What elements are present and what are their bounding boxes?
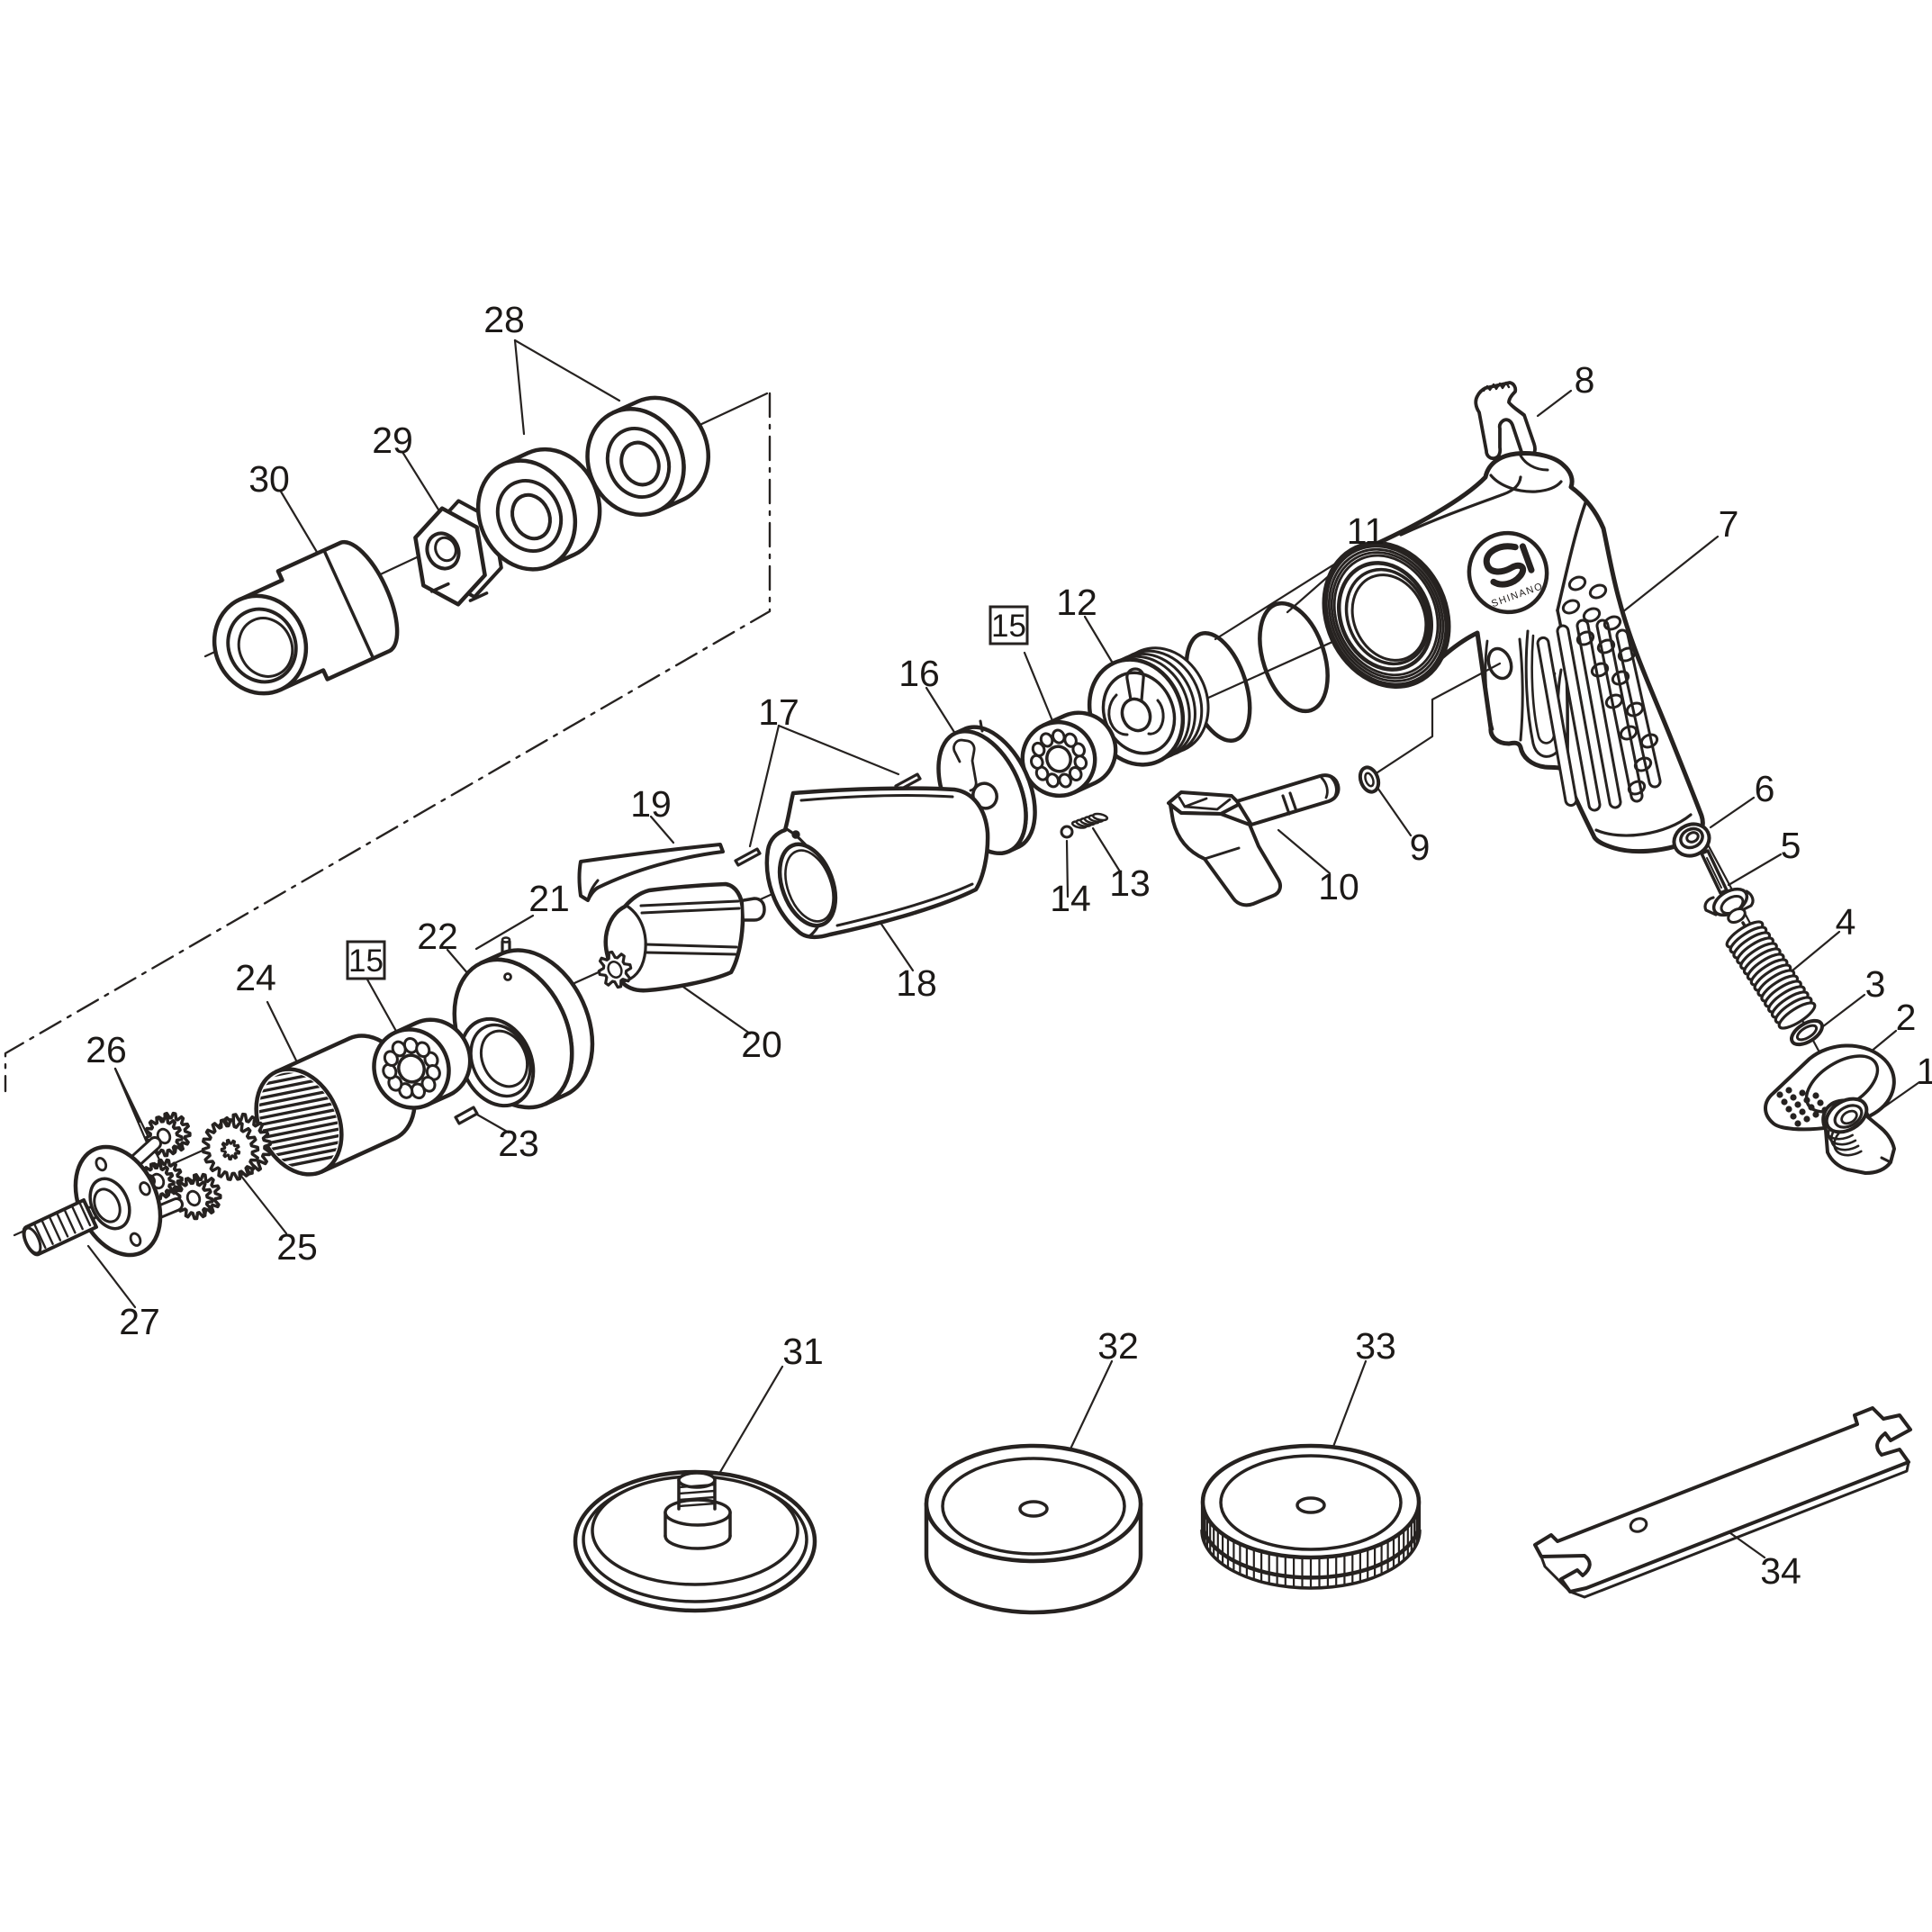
svg-text:9: 9 — [1410, 826, 1431, 868]
svg-text:18: 18 — [896, 962, 937, 1004]
svg-text:14: 14 — [1050, 878, 1091, 919]
svg-text:15: 15 — [348, 943, 384, 979]
svg-text:26: 26 — [86, 1029, 127, 1070]
svg-text:15: 15 — [991, 609, 1026, 644]
svg-text:6: 6 — [1755, 768, 1775, 809]
svg-text:4: 4 — [1836, 901, 1856, 943]
svg-text:5: 5 — [1781, 825, 1801, 866]
svg-text:24: 24 — [235, 957, 276, 998]
svg-text:27: 27 — [119, 1301, 160, 1342]
svg-text:1: 1 — [1917, 1051, 1932, 1092]
svg-text:31: 31 — [782, 1331, 824, 1372]
svg-text:29: 29 — [372, 420, 413, 461]
svg-text:25: 25 — [276, 1226, 318, 1268]
svg-text:13: 13 — [1109, 862, 1151, 904]
svg-text:11: 11 — [1347, 510, 1386, 552]
svg-text:32: 32 — [1097, 1325, 1139, 1367]
svg-text:19: 19 — [630, 783, 672, 825]
svg-text:7: 7 — [1719, 503, 1739, 545]
svg-text:30: 30 — [248, 458, 290, 500]
svg-text:12: 12 — [1056, 582, 1097, 623]
svg-text:23: 23 — [498, 1123, 539, 1164]
svg-text:17: 17 — [758, 691, 799, 733]
svg-text:34: 34 — [1760, 1550, 1801, 1592]
svg-text:8: 8 — [1575, 359, 1595, 401]
svg-text:22: 22 — [417, 916, 458, 957]
svg-text:2: 2 — [1896, 997, 1917, 1038]
svg-text:20: 20 — [741, 1024, 782, 1065]
svg-text:10: 10 — [1318, 866, 1359, 907]
svg-text:28: 28 — [483, 299, 525, 340]
svg-text:33: 33 — [1355, 1325, 1396, 1367]
svg-text:21: 21 — [528, 878, 570, 919]
svg-text:16: 16 — [898, 653, 940, 694]
svg-text:3: 3 — [1865, 963, 1886, 1005]
